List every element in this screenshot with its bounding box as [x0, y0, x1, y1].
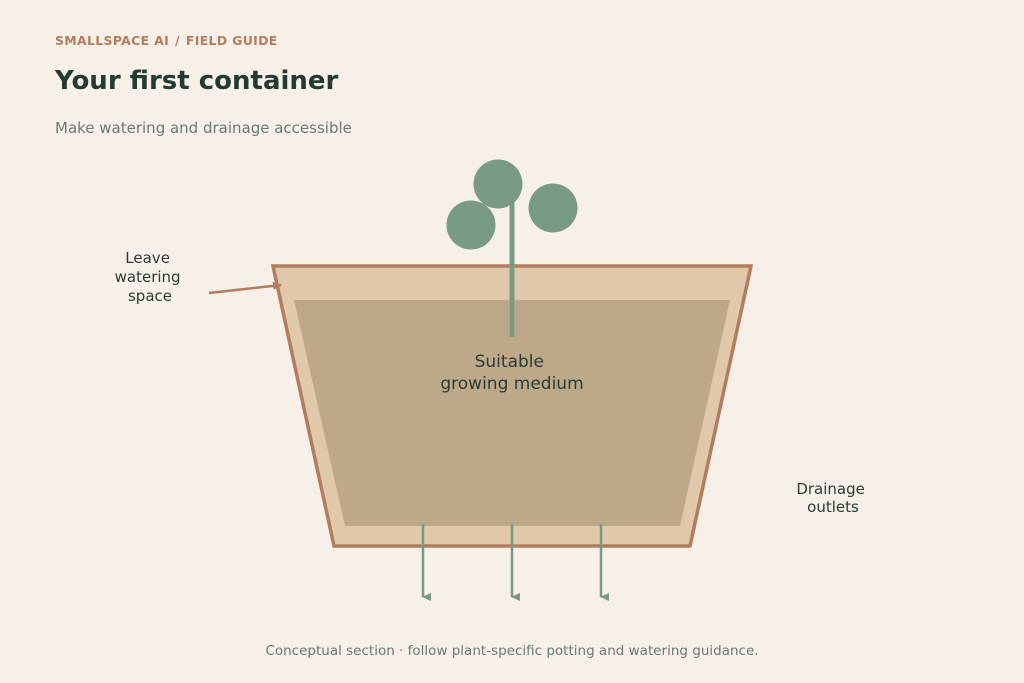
growing-medium-label: Suitable growing medium [440, 352, 583, 394]
breadcrumb-separator: / [175, 33, 180, 48]
growing-medium [294, 300, 730, 526]
plant-leaf-top [473, 159, 523, 209]
page-title: Your first container [55, 66, 339, 96]
breadcrumb: SMALLSPACE AI / FIELD GUIDE [55, 33, 278, 48]
breadcrumb-brand: SMALLSPACE AI [55, 33, 170, 48]
plant-leaf-right [528, 183, 578, 233]
drainage-outlets-label: Drainage outlets [796, 480, 869, 516]
watering-space-arrow [208, 281, 282, 295]
watering-space-label: Leave watering space [115, 249, 186, 305]
diagram-caption: Conceptual section · follow plant-specif… [265, 643, 759, 659]
plant-leaf-left [446, 200, 496, 250]
page-subtitle: Make watering and drainage accessible [55, 119, 352, 137]
breadcrumb-section: FIELD GUIDE [185, 33, 278, 48]
